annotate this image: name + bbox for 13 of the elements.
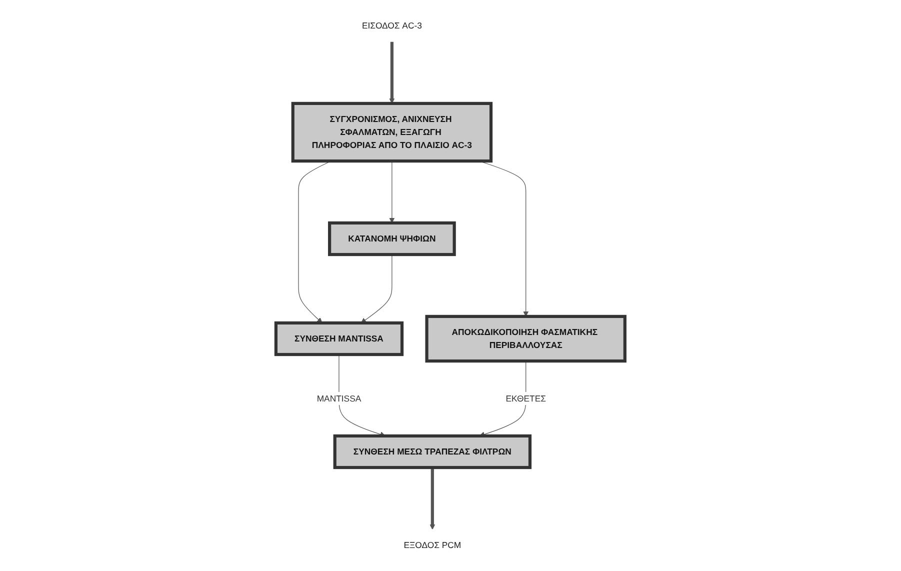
node-box: ΑΠΟΚΩΔΙΚΟΠΟΙΗΣΗ ΦΑΣΜΑΤΙΚΗΣ ΠΕΡΙΒΑΛΛΟΥΣΑΣ [425,314,627,363]
arrow [389,160,395,224]
arrow [389,42,395,104]
edge-label: ΕΚΘΕΤΕΣ [506,393,546,404]
node-box: ΣΥΓΧΡΟΝΙΣΜΟΣ, ΑΝΙΧΝΕΥΣΗ ΣΦΑΛΜΑΤΩΝ, ΕΞΑΓΩΓΗ ΠΛΗΡΟΦΟΡΙΑΣ ΑΠΟ ΤΟ ΠΛΑΙΣΙΟ AC-3 [291,102,493,163]
node-box: ΣΥΝΘΕΣΗ ΜΕΣΩ ΤΡΑΠΕΖΑΣ ΦΙΛΤΡΩΝ [333,434,532,470]
node-text: ΕΞΟΔΟΣ PCM [404,540,462,550]
node-text: ΕΙΣΟΔΟΣ AC-3 [362,20,422,30]
arrow [360,254,392,324]
node-box: ΣΥΝΘΕΣΗ MANTISSA [274,321,404,356]
node-box: ΚΑΤΑΝΟΜΗ ΨΗΦΙΩΝ [328,221,456,256]
arrow [430,468,436,530]
edge-label: MANTISSA [316,393,362,404]
